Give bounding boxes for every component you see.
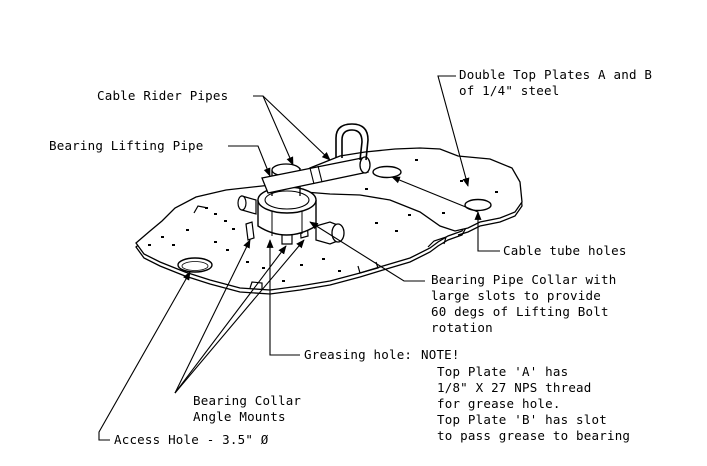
label-collar-line1: Bearing Pipe Collar with bbox=[431, 272, 617, 287]
leader-cable-rider bbox=[253, 95, 294, 166]
note-line1: Top Plate 'A' has bbox=[437, 364, 569, 379]
note-line4: Top Plate 'B' has slot bbox=[437, 412, 607, 427]
leader-greasing bbox=[266, 239, 300, 356]
note-line3: for grease hole. bbox=[437, 396, 561, 411]
leader-top-plates bbox=[437, 75, 470, 187]
label-collar-line4: rotation bbox=[431, 320, 493, 335]
bearing-collar bbox=[257, 186, 317, 236]
leader-access-hole bbox=[98, 271, 191, 441]
label-bearing-lifting-pipe: Bearing Lifting Pipe bbox=[49, 138, 204, 153]
label-angle-mounts-1: Bearing Collar bbox=[193, 393, 302, 408]
leader-angle-mounts bbox=[174, 239, 251, 394]
label-top-plates-material: of 1/4" steel bbox=[459, 83, 560, 98]
label-angle-mounts-2: Angle Mounts bbox=[193, 409, 286, 424]
label-access-hole: Access Hole - 3.5" Ø bbox=[114, 432, 269, 447]
leader-cable-tube-holes bbox=[474, 211, 500, 252]
label-cable-tube-holes: Cable tube holes bbox=[503, 243, 627, 258]
leader-collar bbox=[309, 221, 425, 282]
label-top-plates: Double Top Plates A and B bbox=[459, 67, 653, 82]
cable-tube-hole-right bbox=[464, 198, 492, 212]
label-collar-line2: large slots to provide bbox=[431, 288, 601, 303]
cable-tube-hole-left bbox=[372, 165, 402, 179]
bolt-holes bbox=[148, 159, 498, 282]
lifting-handle bbox=[335, 123, 369, 161]
access-hole bbox=[177, 257, 213, 273]
note-line2: 1/8" X 27 NPS thread bbox=[437, 380, 592, 395]
label-greasing-hole: Greasing hole: bbox=[304, 347, 413, 362]
note-title: NOTE! bbox=[421, 347, 460, 362]
note-line5: to pass grease to bearing bbox=[437, 428, 631, 443]
cable-rider-pipes bbox=[261, 156, 371, 194]
leader-lifting-pipe bbox=[228, 145, 271, 177]
label-cable-rider-pipes: Cable Rider Pipes bbox=[97, 88, 229, 103]
label-collar-line3: 60 degs of Lifting Bolt bbox=[431, 304, 609, 319]
